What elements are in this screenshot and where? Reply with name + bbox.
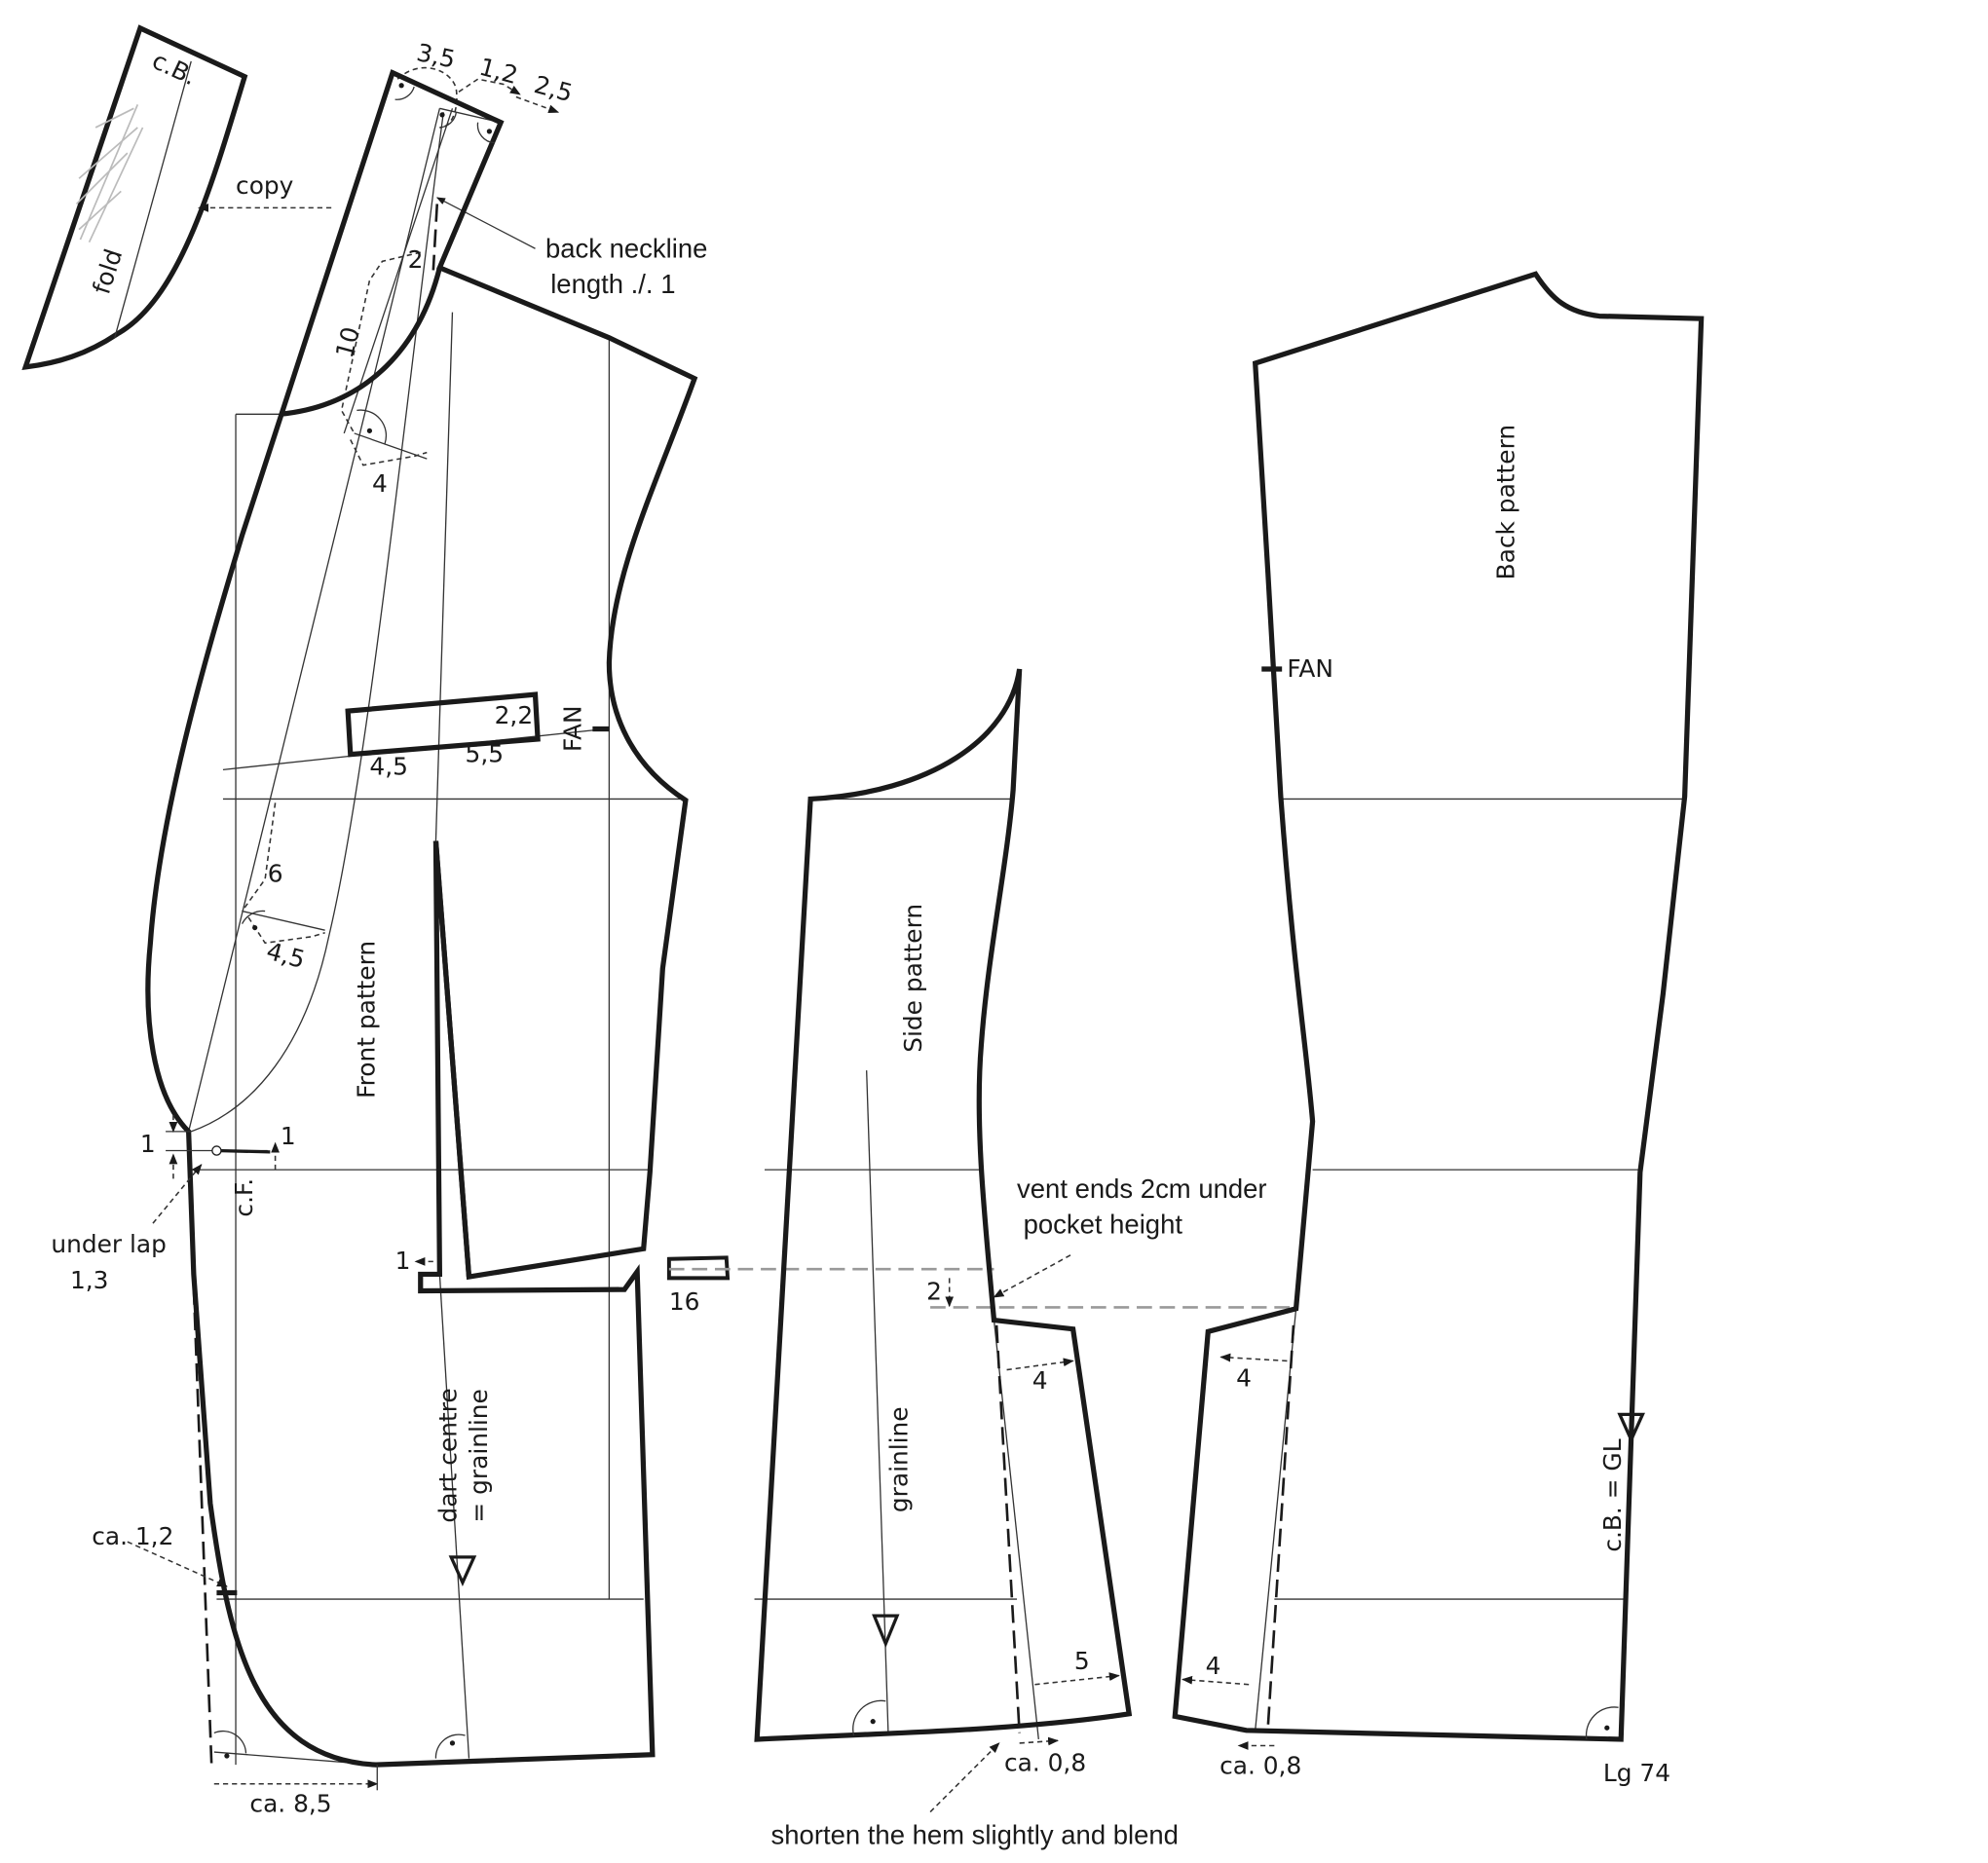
side-measure-5: 5 xyxy=(1074,1647,1090,1675)
length-label: Lg 74 xyxy=(1603,1759,1670,1787)
pocket-strip xyxy=(666,1255,731,1281)
lapel-measure-4-5: 4,5 xyxy=(264,937,309,974)
vent-note-line2: pocket height xyxy=(1024,1210,1183,1240)
side-pattern-title: Side pattern xyxy=(899,904,927,1053)
measure-3-5: 3,5 xyxy=(414,38,458,74)
measure-2: 2 xyxy=(408,245,424,274)
pocket-measure-5-5: 5,5 xyxy=(466,739,505,767)
ca-8-5-label: ca. 8,5 xyxy=(249,1790,331,1818)
note-length: length ./. 1 xyxy=(550,269,675,299)
back-pattern: Back pattern FAN 4 4 ca. 0,8 c.B. = GL L… xyxy=(1172,271,1705,1787)
ca-1-2-label: ca. 1,2 xyxy=(92,1522,173,1550)
hem-note: shorten the hem slightly and blend xyxy=(771,1819,1179,1849)
measure-1-2: 1,2 xyxy=(476,53,521,90)
equals-grainline-label: = grainline xyxy=(465,1389,493,1522)
back-measure-4-top: 4 xyxy=(1236,1364,1252,1393)
back-ca-0-8: ca. 0,8 xyxy=(1219,1751,1301,1779)
side-pattern: Side pattern vent ends 2cm under pocket … xyxy=(754,668,1294,1849)
side-ca-0-8: ca. 0,8 xyxy=(1004,1749,1086,1777)
under-lap-value: 1,3 xyxy=(70,1266,109,1294)
side-grainline-label: grainline xyxy=(885,1406,914,1512)
side-grainline-arrow-icon xyxy=(872,1614,900,1649)
pocket-flap xyxy=(345,691,541,758)
measure-16: 16 xyxy=(669,1287,700,1316)
front-pattern-title: Front pattern xyxy=(353,941,381,1099)
side-measure-4: 4 xyxy=(1032,1366,1048,1395)
dart-measure-1: 1 xyxy=(395,1247,411,1275)
front-fan-label: FAN xyxy=(559,705,587,752)
measure-1-right: 1 xyxy=(281,1122,296,1150)
measure-10: 10 xyxy=(330,324,365,361)
front-pattern: 3,5 1,2 2,5 back neckline length ./. 1 2… xyxy=(51,38,994,1818)
copy-label: copy xyxy=(236,171,293,200)
measure-4: 4 xyxy=(372,469,388,498)
vent-note-line1: vent ends 2cm under xyxy=(1017,1174,1267,1204)
back-pattern-title: Back pattern xyxy=(1491,425,1519,580)
dart-centre-label: dart centre xyxy=(433,1388,462,1522)
pocket-measure-4-5: 4,5 xyxy=(369,753,408,781)
cf-label: c.F. xyxy=(230,1178,258,1217)
side-measure-2: 2 xyxy=(926,1278,942,1306)
collar-hatching xyxy=(75,104,144,243)
back-grainline-arrow-icon xyxy=(1617,1412,1645,1444)
measure-6: 6 xyxy=(268,859,283,887)
measure-2-5: 2,5 xyxy=(531,70,576,107)
pocket-measure-2-2: 2,2 xyxy=(495,701,534,729)
collar-piece: c.B. fold copy xyxy=(21,24,332,371)
grainline-arrow-icon xyxy=(448,1555,477,1587)
back-fan-label: FAN xyxy=(1287,654,1333,683)
cb-gl-label: c.B. = GL xyxy=(1598,1438,1627,1551)
note-back-neckline: back neckline xyxy=(545,233,707,263)
under-lap-label: under lap xyxy=(51,1230,167,1258)
measure-1-left: 1 xyxy=(140,1130,156,1158)
back-measure-4-bottom: 4 xyxy=(1206,1652,1221,1680)
collar-fold-label: fold xyxy=(87,245,128,297)
